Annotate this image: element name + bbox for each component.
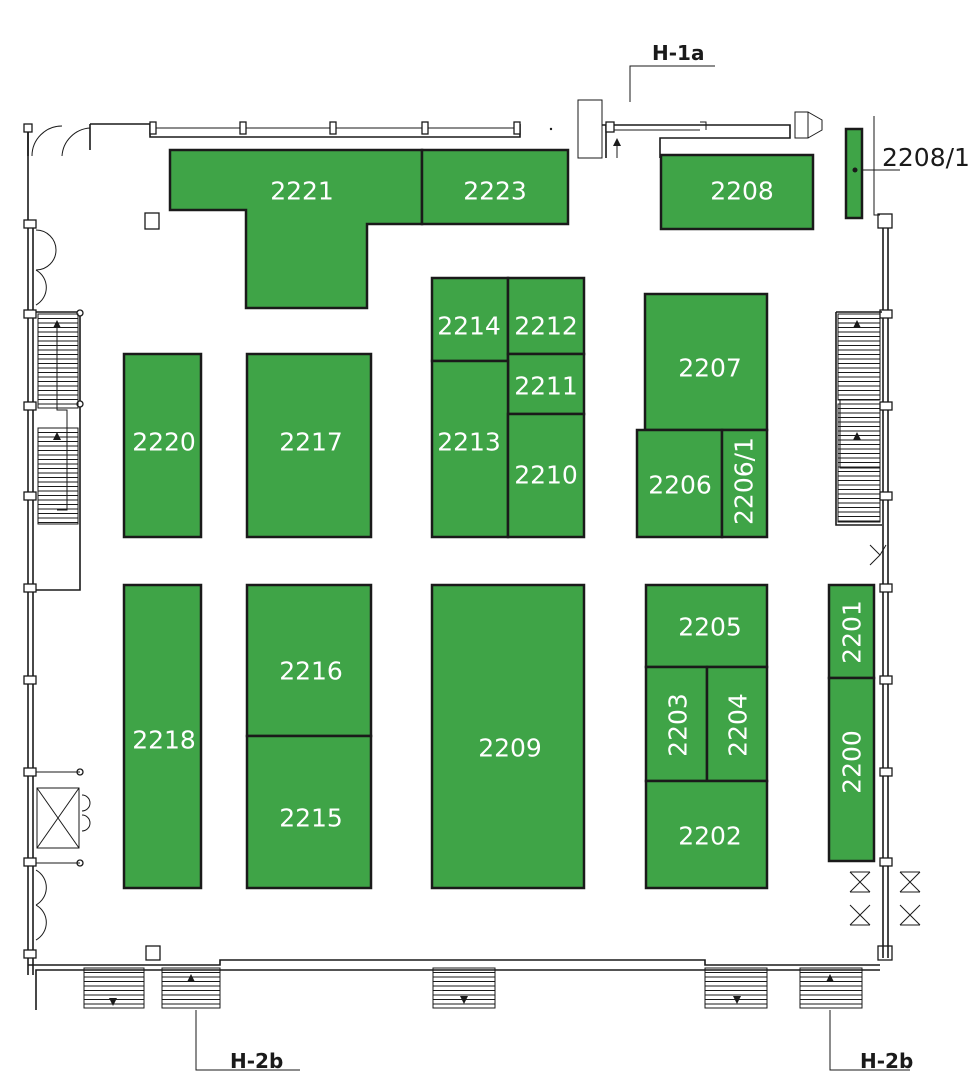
booth-label-2203: 2203 bbox=[664, 693, 693, 757]
booth-label-2208: 2208 bbox=[710, 177, 774, 206]
booth-2221[interactable]: 2221 bbox=[168, 148, 424, 310]
booth-2214[interactable]: 2214 bbox=[430, 276, 510, 363]
booth-2201[interactable]: 2201 bbox=[827, 583, 876, 680]
booth-2212[interactable]: 2212 bbox=[506, 276, 586, 356]
booth-label-2213: 2213 bbox=[437, 428, 501, 457]
exit-label-h2b-right: H-2b bbox=[860, 1049, 913, 1073]
booth-label-2217: 2217 bbox=[279, 428, 343, 457]
booth-label-2214: 2214 bbox=[437, 312, 501, 341]
booth-2202[interactable]: 2202 bbox=[644, 779, 769, 890]
booth-2223[interactable]: 2223 bbox=[420, 148, 570, 226]
booth-2211[interactable]: 2211 bbox=[506, 352, 586, 416]
booth-label-2212: 2212 bbox=[514, 312, 578, 341]
booth-label-2204: 2204 bbox=[724, 693, 753, 757]
booth-label-2216: 2216 bbox=[279, 657, 343, 686]
booth-2200[interactable]: 2200 bbox=[827, 676, 876, 863]
booth-2216[interactable]: 2216 bbox=[245, 583, 373, 738]
booth-2213[interactable]: 2213 bbox=[430, 359, 510, 539]
booth-2210[interactable]: 2210 bbox=[506, 412, 586, 539]
booth-2205[interactable]: 2205 bbox=[644, 583, 769, 669]
booth-label-2202: 2202 bbox=[678, 822, 742, 851]
booth-2206-1[interactable]: 2206/1 bbox=[720, 428, 769, 539]
booth-label-2208-1: 2208/1 bbox=[882, 143, 969, 172]
booth-label-2218: 2218 bbox=[132, 726, 196, 755]
stairs bbox=[37, 313, 881, 1009]
hall-walls bbox=[23, 99, 921, 1010]
booth-label-2206-1: 2206/1 bbox=[730, 437, 759, 525]
booth-2203[interactable]: 2203 bbox=[644, 665, 709, 783]
booth-2207[interactable]: 2207 bbox=[643, 292, 769, 432]
exit-label-h2b-left: H-2b bbox=[230, 1049, 283, 1073]
booth-2204[interactable]: 2204 bbox=[705, 665, 769, 783]
booth-label-2200: 2200 bbox=[838, 730, 867, 794]
booth-2209[interactable]: 2209 bbox=[430, 583, 586, 890]
booth-label-2209: 2209 bbox=[478, 734, 542, 763]
booth-label-2207: 2207 bbox=[678, 354, 742, 383]
booth-2206[interactable]: 2206 bbox=[635, 428, 724, 539]
booth-2218[interactable]: 2218 bbox=[122, 583, 203, 890]
booth-2220[interactable]: 2220 bbox=[122, 352, 203, 539]
booth-2215[interactable]: 2215 bbox=[245, 734, 373, 890]
booth-label-2220: 2220 bbox=[132, 428, 196, 457]
exit-label-h1a: H-1a bbox=[652, 41, 704, 65]
booth-label-2211: 2211 bbox=[514, 372, 578, 401]
booth-2208-1[interactable] bbox=[844, 127, 864, 220]
booth-2217[interactable]: 2217 bbox=[245, 352, 373, 539]
booth-2208[interactable]: 2208 bbox=[659, 153, 815, 231]
exit-markers bbox=[53, 65, 910, 1071]
booth-label-2201: 2201 bbox=[838, 600, 867, 664]
booth-label-2223: 2223 bbox=[463, 177, 527, 206]
booth-label-2221: 2221 bbox=[270, 177, 334, 206]
booth-label-2205: 2205 bbox=[678, 613, 742, 642]
booth-label-2215: 2215 bbox=[279, 804, 343, 833]
booth-label-2206: 2206 bbox=[648, 471, 712, 500]
booths: 2221 2223 2208 2208/1 2214 2212 2211 bbox=[122, 127, 969, 890]
booth-label-2210: 2210 bbox=[514, 461, 578, 490]
